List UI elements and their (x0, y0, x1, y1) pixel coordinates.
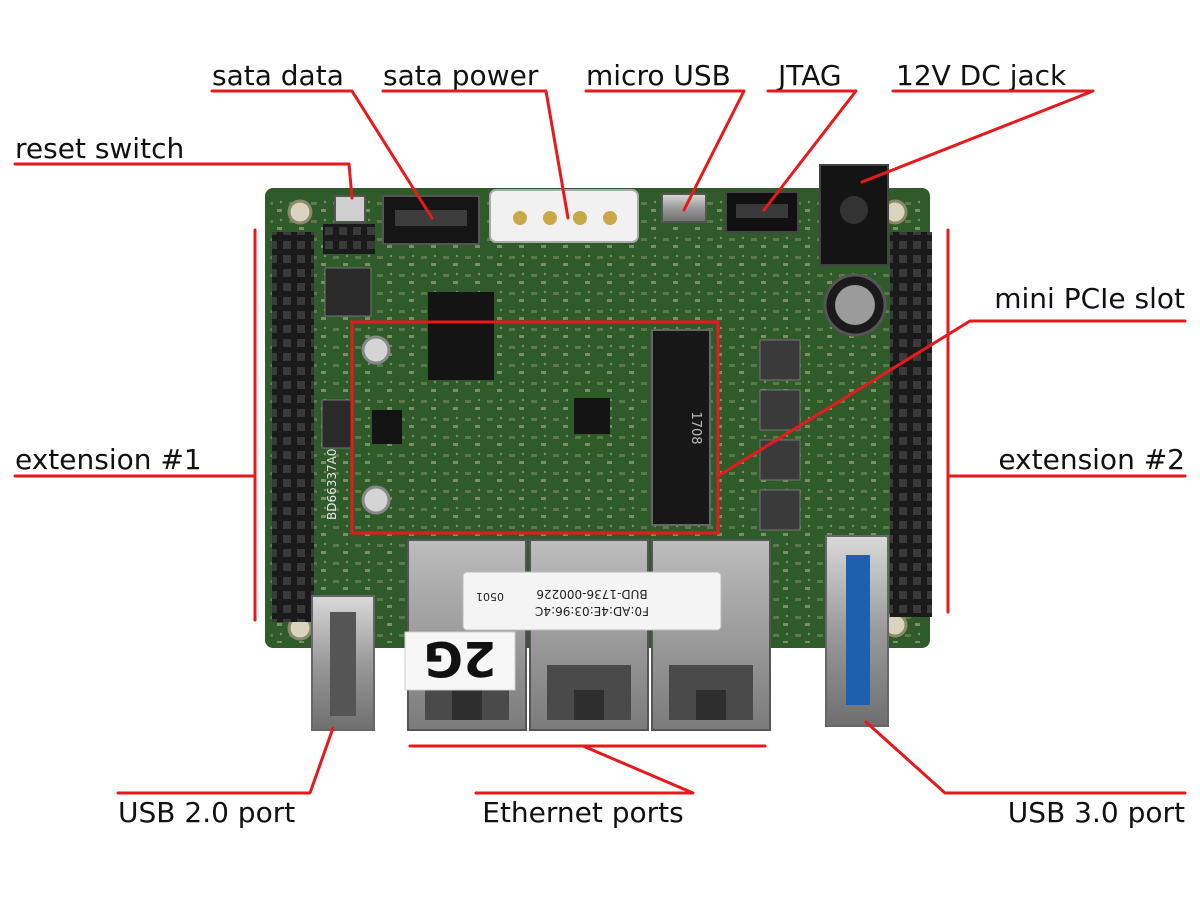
leader-mini-pcie (716, 319, 1187, 478)
rj45-latch (574, 690, 604, 720)
usb2-slot (330, 612, 356, 716)
mini-pcie-connector (651, 329, 711, 526)
capacitor-top (835, 285, 875, 325)
inductor (759, 489, 801, 531)
rj45-latch (696, 690, 726, 720)
molex-pin (513, 211, 527, 225)
sticker-mac: F0:AD:4E:03:96:4C (535, 604, 649, 618)
sticker-serial: BUD-1736-000226 (536, 587, 647, 601)
extension-header-2 (890, 232, 932, 617)
slot-code: 1708 (688, 411, 703, 444)
label-usb2: USB 2.0 port (118, 796, 295, 829)
label-micro-usb: micro USB (586, 59, 731, 92)
label-ethernet: Ethernet ports (482, 796, 684, 829)
label-usb3: USB 3.0 port (1008, 796, 1185, 829)
dc-jack-hole (840, 196, 868, 224)
inductor (759, 339, 801, 381)
cpu-chip (428, 292, 494, 380)
standoff (361, 485, 391, 515)
sticker-background (462, 571, 722, 631)
standoff (361, 335, 391, 365)
mac-sticker: BUD-1736-000226 F0:AD:4E:03:96:4C 0501 (462, 571, 722, 631)
jumper-block (323, 224, 375, 254)
leader-jtag (762, 89, 858, 212)
annotations: sata data sata power micro USB JTAG 12V … (13, 59, 1187, 829)
extension-header-1 (272, 232, 314, 622)
label-sata-data: sata data (212, 59, 344, 92)
label-reset-switch: reset switch (15, 132, 184, 165)
leader-micro-usb (584, 89, 746, 212)
memory-label (404, 631, 516, 691)
inductor (321, 399, 353, 449)
small-chip (574, 398, 610, 434)
usb3-slot (846, 555, 870, 705)
leader-usb2 (116, 726, 335, 795)
label-jtag: JTAG (776, 59, 842, 92)
label-sata-power: sata power (383, 59, 539, 92)
leader-sata-data (210, 89, 434, 220)
leader-ethernet (474, 744, 695, 795)
leader-sata-power (381, 89, 570, 220)
molex-pin (543, 211, 557, 225)
jtag-pins (736, 204, 788, 218)
reset-switch-part (334, 195, 366, 223)
rj45-latch (452, 690, 482, 720)
leader-usb3 (864, 720, 1187, 795)
leader-reset-switch (13, 162, 354, 200)
memory-size: 2G (424, 630, 497, 686)
label-extension-1: extension #1 (15, 443, 202, 476)
model-marking: BD66337A0 (325, 449, 339, 521)
label-extension-2: extension #2 (998, 443, 1185, 476)
label-mini-pcie: mini PCIe slot (994, 282, 1185, 315)
circuit-board: 1708 BD66337A0 BUD-1736-000226 F0:AD:4E:… (265, 164, 932, 731)
leader-dc-jack (860, 89, 1095, 184)
inductor (324, 267, 372, 317)
molex-pin (603, 211, 617, 225)
inductor (759, 389, 801, 431)
mounting-hole (287, 199, 313, 225)
mini-pcie-highlight (350, 320, 720, 535)
label-dc-jack: 12V DC jack (896, 59, 1067, 92)
small-chip (372, 410, 402, 444)
molex-pin (573, 211, 587, 225)
sticker-code: 0501 (476, 590, 504, 603)
